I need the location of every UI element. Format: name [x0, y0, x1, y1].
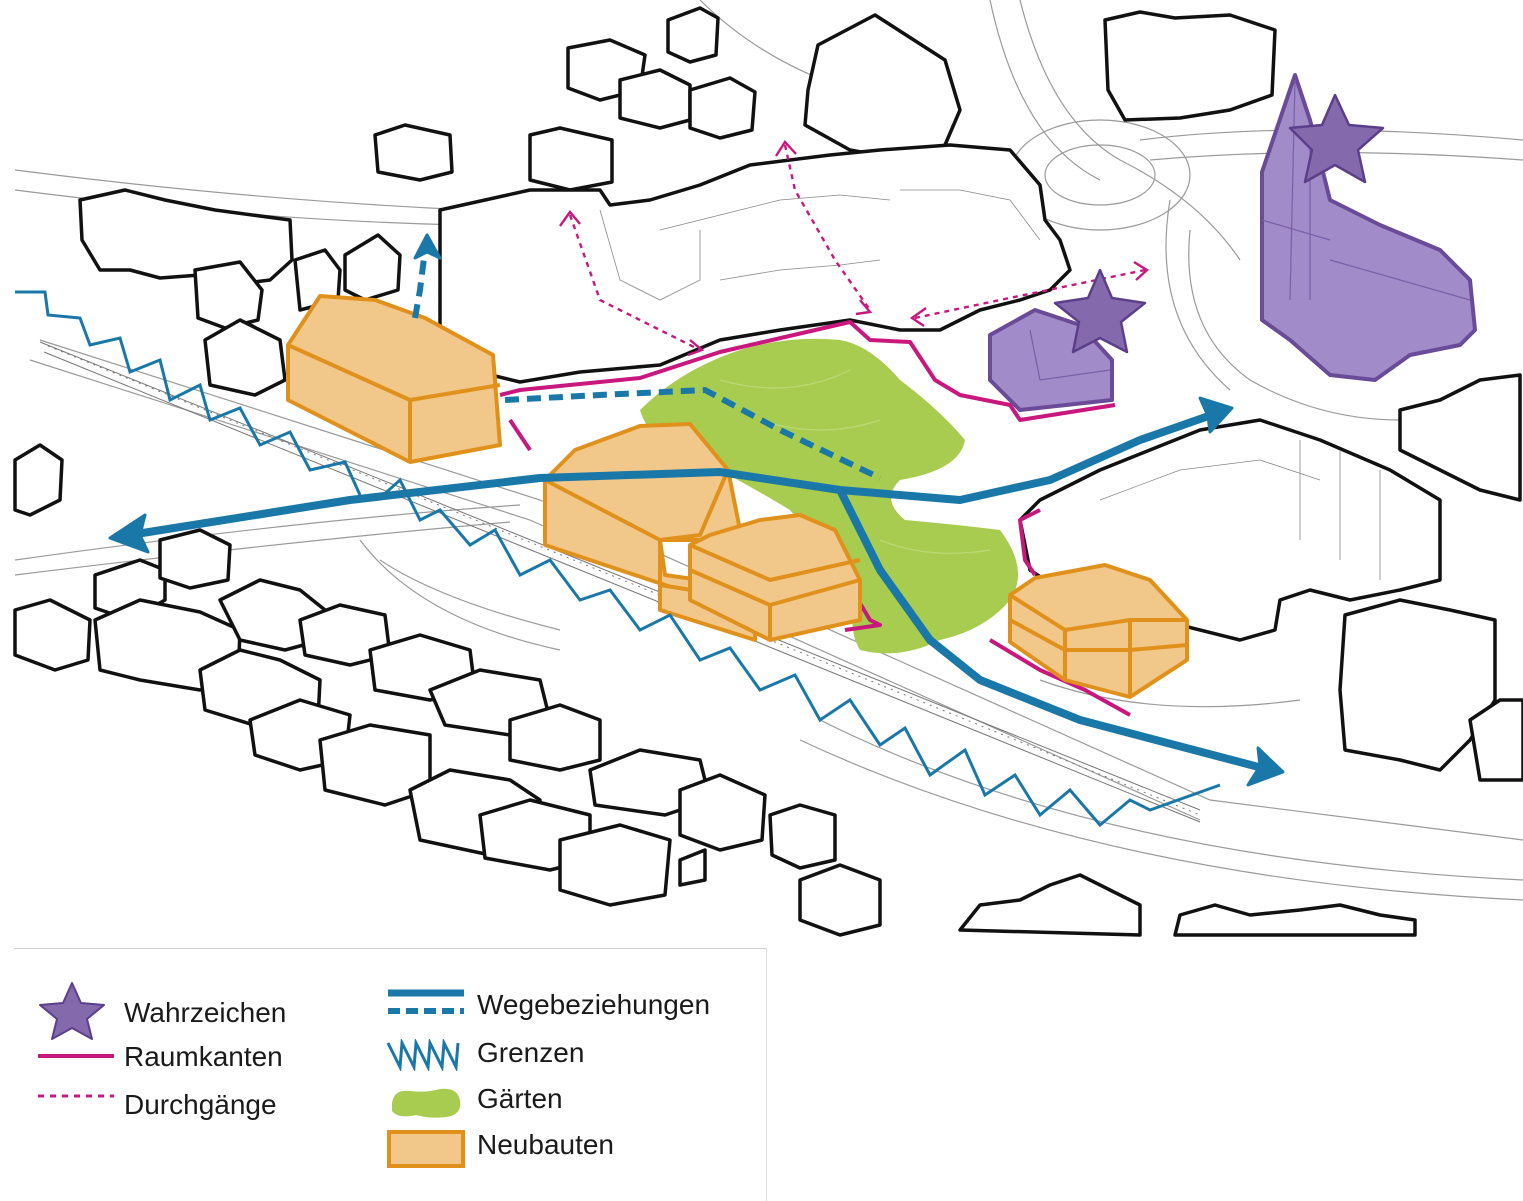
garden-area	[640, 338, 1018, 654]
railway-tracks	[39, 341, 1201, 823]
dashed-magenta-line-icon	[38, 1094, 114, 1098]
building-detail-lines	[599, 189, 1381, 580]
green-blob-icon	[392, 1088, 461, 1118]
passage-arrowheads	[559, 140, 1149, 357]
arrow-up-icon	[413, 233, 442, 260]
landmark-stars	[1053, 93, 1385, 354]
path-relations-dashed	[412, 249, 882, 481]
legend: Wahrzeichen Raumkanten Durchgänge Wegebe…	[14, 948, 767, 1201]
passages	[568, 144, 1146, 352]
legend-label-boundaries: Grenzen	[477, 1037, 585, 1068]
arrow-right-icon	[1198, 396, 1234, 434]
blue-path-lines-icon	[388, 989, 464, 1014]
boundaries	[15, 290, 1221, 828]
legend-label-gardens: Gärten	[477, 1083, 563, 1114]
star-icon	[1053, 268, 1147, 354]
path-relations	[126, 408, 1274, 774]
legend-label-new-buildings: Neubauten	[477, 1129, 615, 1160]
legend-label-landmarks: Wahrzeichen	[124, 997, 287, 1028]
arrow-left-icon	[108, 513, 150, 554]
path-arrowheads	[108, 233, 1285, 787]
solid-magenta-line-icon	[38, 1054, 114, 1058]
blue-zigzag-icon	[386, 1039, 460, 1071]
context-buildings	[13, 6, 1523, 937]
legend-label-path-relations: Wegebeziehungen	[477, 989, 711, 1020]
star-icon	[39, 982, 105, 1040]
star-icon	[1288, 93, 1385, 184]
landmark-detail-lines	[1029, 79, 1471, 381]
orange-rectangle-icon	[387, 1130, 465, 1168]
arrow-downright-icon	[1246, 746, 1285, 787]
legend-label-spatial-edges: Raumkanten	[124, 1041, 283, 1072]
legend-label-passages: Durchgänge	[124, 1089, 277, 1120]
